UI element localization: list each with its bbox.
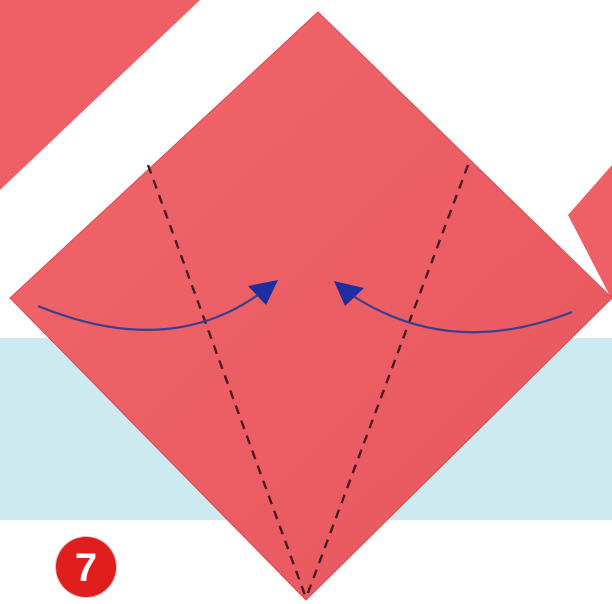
step-number: 7 (75, 548, 97, 588)
step-number-badge: 7 (56, 537, 116, 597)
